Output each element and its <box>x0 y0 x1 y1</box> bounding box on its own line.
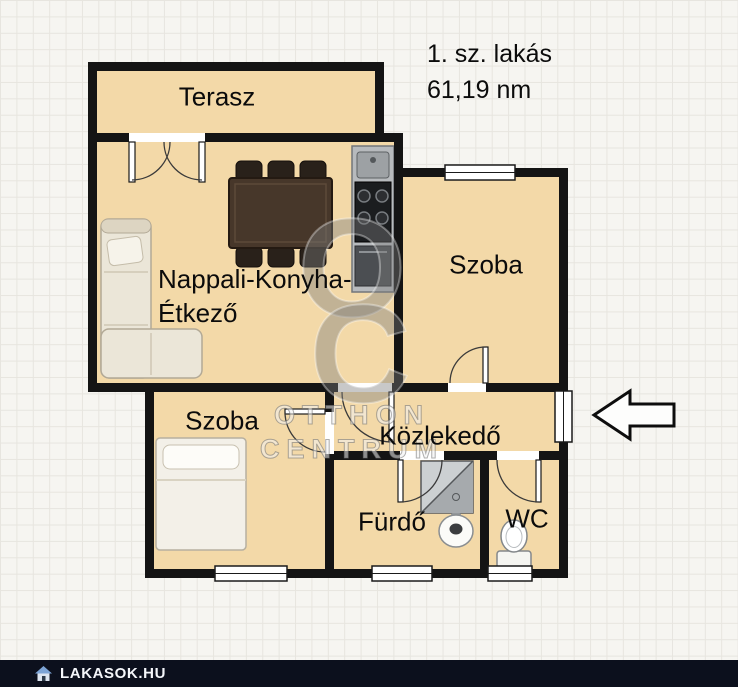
door-swing-arc <box>496 459 540 503</box>
kitchen-counter <box>351 145 395 293</box>
terasz-floor <box>97 71 375 133</box>
door-openings <box>128 133 568 503</box>
door-swing-arc <box>399 459 443 503</box>
watermark-centrum: CENTRUM <box>260 434 444 464</box>
room-label-wc: WC <box>505 503 549 534</box>
pillow <box>162 444 240 470</box>
dining-set <box>228 160 333 268</box>
shower <box>420 460 474 514</box>
apartment-area: 61,19 nm <box>427 76 532 104</box>
otthon-centrum-watermark: O C OTTHON CENTRUM <box>260 188 444 465</box>
dining-table <box>228 177 333 249</box>
watermark-letter-c: C <box>309 275 410 432</box>
room-label-szoba-right: Szoba <box>449 249 523 280</box>
bathroom-sink <box>438 513 474 548</box>
footer-bar: LAKASOK.HU <box>0 660 738 687</box>
terrace-door-leaf <box>128 141 136 183</box>
entrance-arrow <box>591 388 676 442</box>
bathroom-door-leaf <box>397 459 404 503</box>
room-label-kozlekedo: Közlekedő <box>379 420 501 451</box>
room-label-szoba-bottom: Szoba <box>185 405 259 436</box>
door-swing-arc <box>163 141 203 181</box>
door-swing-arc <box>284 411 326 453</box>
lakasok-house-icon <box>35 666 52 681</box>
apartment-title: 1. sz. lakás <box>427 40 553 68</box>
room-label-terasz: Terasz <box>178 81 256 112</box>
toilet <box>496 519 532 569</box>
room-label-nappali: Nappali-Konyha-Étkező <box>158 264 352 328</box>
bedroom-door-leaf <box>284 408 326 415</box>
floorplan-drawing: O C OTTHON CENTRUM <box>88 62 676 582</box>
door-swing-arc <box>449 346 487 384</box>
szoba-right-floor <box>403 177 559 383</box>
footer-brand: LAKASOK.HU <box>60 665 166 682</box>
wc-door-leaf <box>535 459 542 503</box>
windows <box>214 164 573 582</box>
sofa <box>100 218 203 379</box>
door-swing-arc <box>131 141 171 181</box>
room-label-furdo: Fürdő <box>358 506 426 537</box>
watermark-otthon: OTTHON <box>274 400 430 430</box>
kitchen-sink <box>356 151 390 179</box>
bed <box>155 437 247 551</box>
watermark-letter-o: O <box>298 189 407 346</box>
kozlekedo-floor <box>334 392 559 451</box>
door-swing-arc <box>341 391 393 443</box>
terrace-door-leaf <box>198 141 206 183</box>
walls <box>88 62 568 578</box>
szoba-door-leaf <box>482 346 489 384</box>
